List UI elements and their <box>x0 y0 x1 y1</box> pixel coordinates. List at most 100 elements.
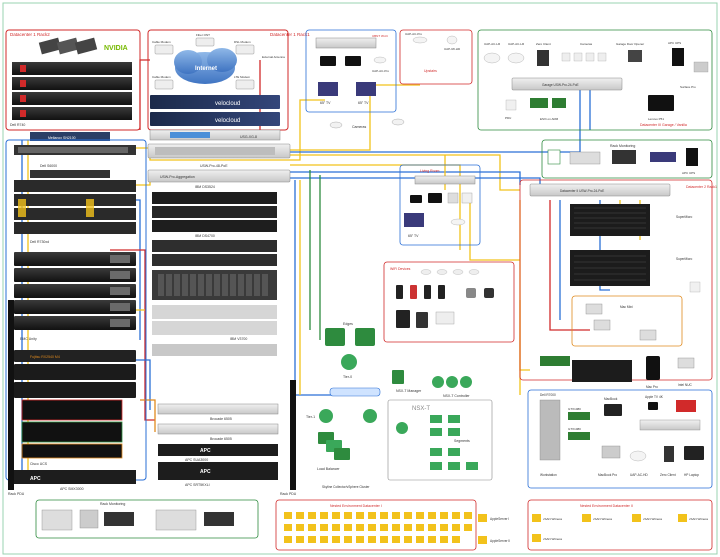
garage-title: Datacenter III Garage / Vanilla <box>640 123 687 127</box>
server-icon <box>14 180 136 192</box>
media-device-icon <box>410 195 422 203</box>
vsan-1-label: vSAN Witness <box>543 517 563 521</box>
apple-tv-icon <box>648 402 658 410</box>
gpu-card-icon <box>74 37 98 55</box>
access-point-icon <box>373 56 387 64</box>
vsan-witness-icon <box>532 534 541 542</box>
dc2-title: Datacenter 2 Rack1 <box>686 185 717 189</box>
server-icon <box>204 512 234 526</box>
mellanox-label: Mellanox SN2100 <box>48 136 76 140</box>
wifi-device-icons <box>396 269 494 328</box>
nsx-t-label: NSX-T <box>412 406 430 412</box>
vsan-witness-icon <box>532 514 541 522</box>
vsan-witness-icon <box>582 514 591 522</box>
vsan-3-label: vSAN Witness <box>593 517 613 521</box>
velocloud-2-label: velocloud <box>215 118 240 124</box>
cisco-ucs-label: Cisco UCS <box>30 462 48 466</box>
tablet-icon <box>396 310 410 328</box>
family-room-label: Living Room <box>420 169 440 173</box>
camera-icon <box>329 121 343 129</box>
modem-icon <box>235 44 255 55</box>
emc-storage <box>14 252 136 330</box>
ap-lr-label: UAP-AC-LR <box>484 42 501 46</box>
modem-2-label: DSL Modem <box>234 40 251 44</box>
modem-icon <box>235 79 255 90</box>
switch-icon <box>315 37 377 49</box>
camera-icon <box>461 192 473 204</box>
gpu-1-label: GTX1080 <box>568 407 581 411</box>
switch-icon <box>414 175 476 185</box>
garage-switch-label: Garage USW-Pro-24-PoE <box>542 83 579 87</box>
supermicro-server-1 <box>570 204 650 236</box>
office-zone <box>527 389 713 489</box>
watch-icon <box>484 288 494 298</box>
internet-cloud-icon <box>174 48 237 84</box>
raspberry-pi-icon <box>552 98 566 108</box>
raspberry-pi-icon <box>530 98 548 108</box>
ibm-ds4700-label: IBM DS4700 <box>195 234 215 238</box>
apple-tv-icon <box>320 56 336 66</box>
server-icon <box>155 509 197 531</box>
camera-row <box>561 52 607 62</box>
appliance-2-label: AppleServer II <box>490 539 510 543</box>
modem-4-label: LTE Modem <box>234 75 251 79</box>
usw-pro-48-label: USW-Pro-48-PoE <box>200 164 228 168</box>
laptop-icon <box>648 95 674 111</box>
fujitsu-label: Fujitsu RX2540 M4 <box>30 355 60 359</box>
zero-client-label: Zero Client <box>660 473 676 477</box>
mac-mini-icon <box>585 303 603 315</box>
status-light <box>20 110 26 117</box>
tv-icon <box>676 400 696 412</box>
lenovo-label: Lenovo P51 <box>648 117 664 121</box>
controller-icon <box>460 376 472 388</box>
controller-icon <box>446 376 458 388</box>
supermicro-1-label: SuperMicro <box>676 215 693 219</box>
access-point-icon <box>412 36 428 44</box>
garage-zero-client-label: Zero Client <box>536 42 551 46</box>
garage-switch <box>511 77 623 91</box>
storage-column: IBM DS3524 IBM DS4700 IBM V3700 <box>152 185 277 356</box>
laptop-icon <box>684 446 704 460</box>
server-icon <box>14 350 136 362</box>
garage-door-label: Garage Door Opener <box>616 42 644 46</box>
brocade-switch-1 <box>157 403 279 415</box>
internet-label: Internet <box>195 66 217 72</box>
nsx-manager-label: NSX-T Manager <box>396 389 422 393</box>
brocade-2-label: Brocade 6505 <box>210 437 232 441</box>
supermicro-2-label: SuperMicro <box>676 257 693 261</box>
edge-node-icon <box>325 328 345 346</box>
intel-nuc-label: Intel NUC <box>678 383 693 387</box>
brocade-switch-2 <box>157 423 279 435</box>
garage-cameras-label: Cameras <box>580 42 593 46</box>
esxi-arm-label: ESXi on ARM <box>540 117 559 121</box>
dell-r740-label: Dell R740 <box>10 123 25 127</box>
router-ports <box>170 132 210 138</box>
ap-iw-label: UAP-IW-HD <box>444 47 461 51</box>
gpu-2-label: GTX1080 <box>568 427 581 431</box>
dc2-monitoring-zone <box>541 139 713 179</box>
family-room-zone <box>399 164 481 246</box>
dc2-switch-label: Datacenter II USW-Pro-24-PoE <box>560 189 604 193</box>
tv-icon <box>356 82 376 96</box>
apc-ups-3-label: APC SMX3000 <box>60 487 84 491</box>
server-icon <box>14 222 136 234</box>
server-icon <box>14 194 136 206</box>
macbook-pro-label: MacBook Pro <box>598 473 617 477</box>
ibm-v3700-label: IBM V3700 <box>230 337 247 341</box>
tier1-router-icon <box>319 409 333 423</box>
gpu-card-icon <box>568 412 590 420</box>
tv-1-label: 65" TV <box>320 101 331 105</box>
phone-icon <box>438 285 445 299</box>
wifi-devices-zone <box>383 261 515 343</box>
ups-icon <box>686 148 698 166</box>
modem-icon <box>154 79 174 90</box>
rack-monitoring-label: Rack Monitoring <box>610 144 635 148</box>
load-balancer-label: Load Balancer <box>317 467 340 471</box>
tier1-router-icon <box>363 409 377 423</box>
laptop-icon <box>604 404 622 416</box>
load-balancer-icon <box>318 432 350 460</box>
apc-ups-1-label: APC SUA3000 <box>185 458 208 462</box>
external-antenna-label: External Antenna <box>262 55 285 59</box>
